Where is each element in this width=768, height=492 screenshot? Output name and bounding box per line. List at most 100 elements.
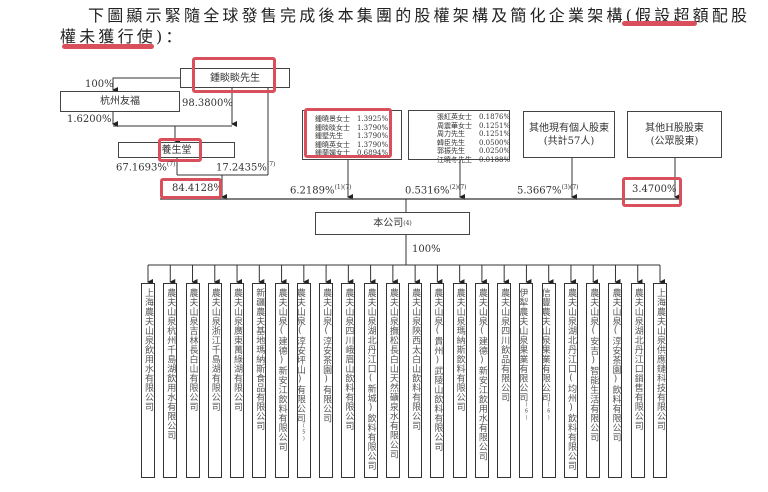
shareholder-name: 郭振先生 (437, 147, 465, 156)
shareholder-entry: 江曉冬先生 0.0188% (437, 155, 511, 165)
subsidiary-name: 農夫山泉瑪納斯飲料有限公司 (454, 288, 465, 412)
box-label: 其他現有個人股東 (529, 122, 609, 134)
shareholder-pct: 0.1251% (479, 121, 511, 130)
shareholder-entry: 郭振先生 0.0250% (437, 147, 511, 156)
shareholder-name: 江曉冬先生 (437, 155, 472, 164)
subsidiary-box: 農夫山泉吉林長白山有限公司 (185, 283, 200, 478)
subsidiary-name: 伊犁農夫山泉果業有限公司 (519, 288, 528, 402)
note-ref: (7) (266, 161, 276, 168)
subsidiary-box: 伊犁農夫山泉果業有限公司(6) (519, 283, 534, 478)
subsidiary-name: 農夫山泉撫松長白山天然礦泉水有限公司 (387, 288, 398, 459)
pct-label: 98.3800% (182, 98, 233, 109)
pct-value: 0.5316% (405, 185, 450, 197)
shareholder-entry: 周力先生 0.1251% (437, 130, 511, 139)
pct-label: 100% (85, 79, 114, 90)
subsidiary-box: 農夫山泉陝西太白山飲料有限公司 (408, 283, 423, 478)
subsidiary-name: 農夫山泉湖北丹江口銷售有限公司 (632, 288, 643, 431)
company-box: 本公司(4) (315, 212, 470, 235)
shareholder-name: 鍾蘭嬋女士 (315, 149, 350, 158)
pct-value: 5.3667% (517, 185, 562, 197)
note-ref: (3)(7) (561, 184, 579, 191)
note-ref: (6) (523, 402, 530, 422)
subsidiary-name: 農夫山泉(建德)新安江飲料有限公司 (276, 288, 287, 452)
subsidiary-box: 農夫山泉撫松長白山天然礦泉水有限公司 (385, 283, 400, 478)
highlight-box (192, 57, 276, 93)
subsidiary-name: 農夫山泉湖北丹江口(均州)飲料有限公司 (565, 288, 576, 471)
subsidiary-box: 農夫山泉(建德)新安江飲料有限公司 (274, 283, 289, 478)
subsidiary-name: 農夫山泉湖北丹江口(新城)飲料有限公司 (365, 288, 376, 471)
shareholder-name: 韓臣先生 (437, 138, 465, 147)
pct-label: 6.2189%(1)(7) (290, 184, 352, 196)
shareholder-pct: 0.1251% (479, 130, 511, 139)
subsidiary-name: 農夫山泉吉林長白山有限公司 (187, 288, 198, 412)
subsidiary-name: 農夫山泉四川峨眉山飲料有限公司 (343, 288, 354, 431)
shareholder-name: 張紅英女士 (437, 113, 472, 121)
shareholder-pct: 0.0500% (479, 138, 511, 147)
subsidiary-name: 農夫山泉(建德)新安江飲用水有限公司 (476, 288, 487, 461)
subsidiary-box: 新疆農夫基地瑪納斯食品有限公司 (252, 283, 267, 478)
subsidiary-box: 農夫山泉(淳安茶園)飲料有限公司 (608, 283, 623, 478)
pct-label: 5.3667%(3)(7) (517, 184, 579, 196)
subsidiary-name: 新疆農夫基地瑪納斯食品有限公司 (254, 288, 265, 431)
note-ref: (6) (545, 402, 552, 422)
subsidiary-box: 農夫山泉(淳安茶園)有限公司 (319, 283, 334, 478)
pct-value: 17.2435% (216, 162, 267, 174)
subsidiary-box: 農夫山泉杭州千島湖飲用水有限公司 (163, 283, 178, 478)
subsidiary-box: 農夫山泉(建德)新安江飲用水有限公司 (474, 283, 489, 478)
box-label: 其他H股股東 (645, 122, 704, 134)
subsidiary-box: 上海農夫山泉飲用水有限公司 (141, 283, 155, 478)
subsidiary-box: 農夫山泉湖北丹江口(新城)飲料有限公司 (363, 283, 378, 478)
highlight-box (158, 138, 202, 162)
subsidiary-name: 農夫山泉四川飲品有限公司 (499, 288, 510, 402)
subsidiary-box: 農夫山泉瑪納斯飲料有限公司 (452, 283, 467, 478)
box-sublabel: (共計57人) (543, 135, 595, 147)
pct-label: 100% (412, 244, 441, 255)
shareholder-pct: 1.3790% (357, 140, 389, 149)
subsidiary-name: 農夫山泉(安吉)智能生活有限公司 (588, 288, 599, 442)
subsidiary-name: 農夫山泉(貴州)武陵山飲料有限公司 (432, 288, 443, 452)
subsidiary-name: 信豐農夫山泉果業有限公司 (541, 288, 550, 402)
heading-line-2: 權未獲行使)： (60, 27, 185, 46)
subsidiary-name: 農夫山泉浙江千島湖有限公司 (209, 288, 220, 412)
company-name: 本公司 (373, 218, 404, 229)
subsidiary-box: 農夫山泉(貴州)武陵山飲料有限公司 (430, 283, 445, 478)
note-ref: (7) (166, 161, 176, 168)
subsidiary-box: 農夫山泉四川飲品有限公司 (497, 283, 512, 478)
subsidiary-box: 農夫山泉廣東萬綠湖有限公司 (230, 283, 245, 478)
subsidiary-name: 農夫山泉(淳安茶園)飲料有限公司 (610, 288, 621, 442)
subsidiary-box: 農夫山泉湖北丹江口(均州)飲料有限公司 (563, 283, 578, 478)
note-ref: (1)(7) (334, 184, 352, 191)
shareholder-box-zhong: 鍾睒睒先生 (180, 68, 290, 88)
shareholder-name: 周震華女士 (437, 121, 472, 130)
subsidiary-box: 農夫山泉(安吉)智能生活有限公司 (586, 283, 601, 478)
note-ref: (2)(7) (449, 184, 467, 191)
subsidiary-box: 上海農夫山泉供應鏈科技有限公司 (653, 283, 667, 478)
shareholder-box-h-shares: 其他H股股東 (公眾股東) (627, 111, 722, 158)
subsidiary-name: 農夫山泉(淳安坪山)有限公司 (296, 288, 305, 423)
subsidiary-box: 農夫山泉浙江千島湖有限公司 (207, 283, 222, 478)
pct-label: 67.1693%(7) (116, 161, 175, 173)
shareholder-pct: 0.0188% (479, 155, 511, 164)
heading-line-1: 下圖顯示緊隨全球發售完成後本集團的股權架構及簡化企業架構(假設超額配股 (88, 6, 751, 25)
shareholder-pct: 0.0250% (479, 147, 511, 156)
pct-label: 17.2435%(7) (216, 161, 275, 173)
subsidiary-name: 農夫山泉陝西太白山飲料有限公司 (410, 288, 421, 431)
shareholder-entry: 韓臣先生 0.0500% (437, 138, 511, 148)
note-ref: (5) (300, 423, 307, 443)
shareholder-box-management-group: 張紅英女士 0.1876% 周震華女士 0.1251% 周力先生 0.1251% 韓臣先生 0… (408, 110, 511, 164)
shareholder-box-youfu: 杭州友福 (60, 91, 180, 112)
shareholder-name: 周力先生 (437, 130, 465, 139)
pct-value: 67.1693% (116, 162, 167, 174)
shareholder-entry: 周震華女士 0.1251% (437, 121, 511, 131)
subsidiary-name: 上海農夫山泉飲用水有限公司 (143, 288, 153, 412)
highlight-box (622, 177, 682, 207)
shareholder-pct: 1.3925% (357, 115, 389, 123)
shareholder-pct: 0.1876% (479, 113, 511, 121)
highlight-box (160, 178, 222, 199)
